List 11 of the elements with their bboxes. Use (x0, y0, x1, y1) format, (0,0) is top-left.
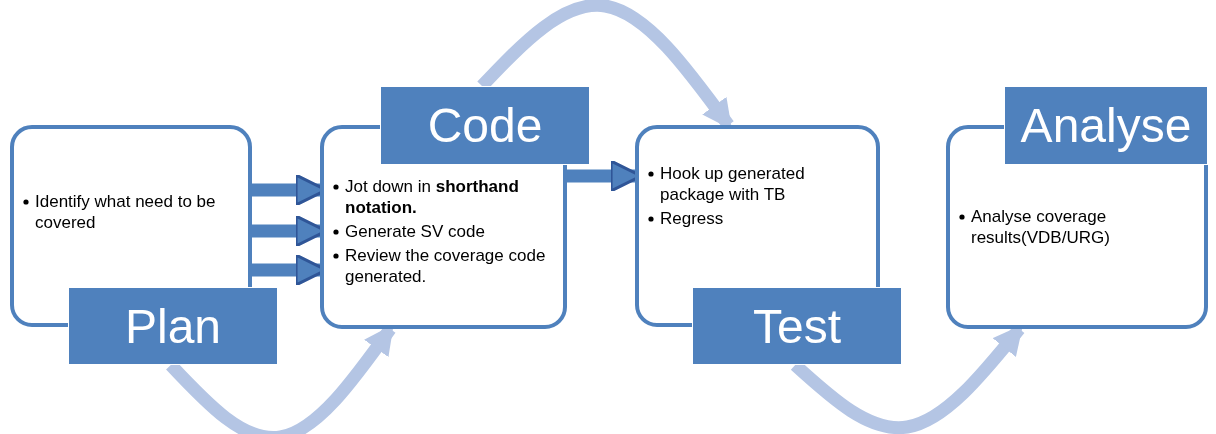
stage-title: Test (692, 287, 902, 365)
bullet-text: Review the coverage code generated. (345, 246, 546, 286)
stage-title: Analyse (1004, 86, 1208, 165)
bullet-text: Identify what need to be covered (35, 192, 216, 232)
bullet-text: Generate SV code (345, 222, 485, 241)
bullet-text: Analyse coverage results(VDB/URG) (971, 207, 1110, 247)
bullet-text: Jot down in shorthand notation. (345, 177, 519, 217)
stage-title: Code (380, 86, 590, 165)
stage-title: Plan (68, 287, 278, 365)
bullet-text: Hook up generated package with TB (660, 164, 805, 204)
bullet-text: Regress (660, 209, 724, 228)
